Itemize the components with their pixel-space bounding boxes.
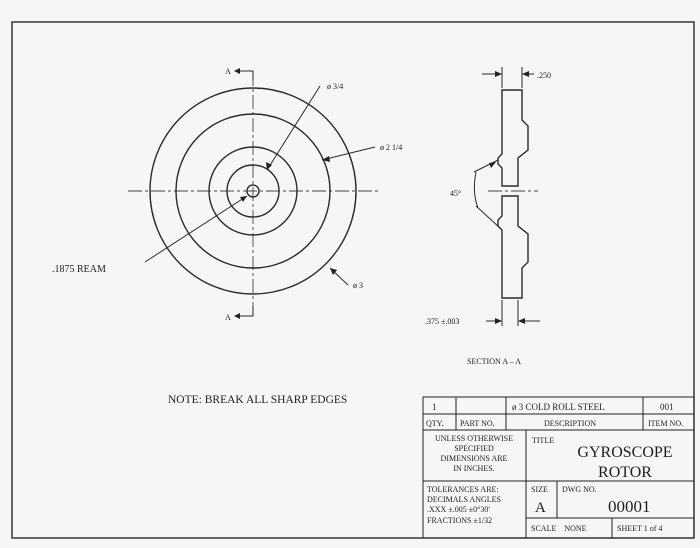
dim-angle-45: 45° xyxy=(450,189,461,198)
leader-dia-2-1-4 xyxy=(321,146,376,161)
dim-dia-2-1-4: ø 2 1/4 xyxy=(380,143,402,152)
arrow-250-left xyxy=(495,71,502,77)
note-text: NOTE: BREAK ALL SHARP EDGES xyxy=(168,394,347,406)
angle-leg-45 xyxy=(473,159,499,173)
section-upper-half xyxy=(497,89,529,187)
tol-line-4: FRACTIONS ±1/32 xyxy=(427,516,492,525)
dwg-label: DWG NO. xyxy=(562,485,597,494)
sheet-text: SHEET 1 of 4 xyxy=(617,524,662,533)
section-arrow-bottom xyxy=(234,313,240,319)
part-no-header: PART NO. xyxy=(460,419,495,428)
leader-arrow-dia-3 xyxy=(330,268,337,275)
unless-line-3: DIMENSIONS ARE xyxy=(441,454,508,463)
angle-arrow-45 xyxy=(489,162,496,168)
qty-value: 1 xyxy=(432,402,437,412)
title-block: 1 ø 3 COLD ROLL STEEL 001 QTY. PART NO. … xyxy=(422,396,695,539)
arrow-375-left xyxy=(495,318,502,324)
item-no-header: ITEM NO. xyxy=(648,419,683,428)
qty-header: QTY. xyxy=(426,419,443,428)
arrow-250-right xyxy=(522,71,529,77)
section-arrow-top xyxy=(234,68,240,74)
dim-375: .375 ±.003 xyxy=(425,317,459,326)
title-block-frame xyxy=(422,396,695,539)
leader-ream xyxy=(144,195,248,263)
size-value: A xyxy=(535,500,546,516)
tol-line-3: .XXX ±.005 ±0°30' xyxy=(427,505,490,514)
section-lower-half xyxy=(497,195,529,299)
section-view: .250 45° .375 ±.003 SECTION A – A xyxy=(425,67,551,366)
dwg-number: 00001 xyxy=(608,497,651,516)
circle-dia-3-4 xyxy=(226,164,280,218)
dim-ream: .1875 REAM xyxy=(52,264,106,275)
size-label: SIZE xyxy=(531,485,548,494)
description-header: DESCRIPTION xyxy=(544,419,596,428)
leader-dia-3-4 xyxy=(266,85,321,171)
hub-circle xyxy=(208,146,298,236)
ream-hole xyxy=(246,184,260,198)
tol-line-1: TOLERANCES ARE: xyxy=(427,485,499,494)
title-line-2: ROTOR xyxy=(598,464,652,481)
section-mark-bottom: A xyxy=(225,313,231,322)
section-cut-bottom xyxy=(240,306,254,317)
outer-circle-dia-3 xyxy=(149,87,357,295)
item-no-value: 001 xyxy=(660,402,674,412)
dim-250: .250 xyxy=(537,71,551,80)
title-label: TITLE xyxy=(532,436,554,445)
title-line-1: GYROSCOPE xyxy=(577,444,672,461)
section-cut-top xyxy=(240,70,254,80)
leader-arrow-dia-3-4 xyxy=(266,162,272,170)
front-view: A A ø 3/4 ø 2 1/4 ø 3 .1875 REAM xyxy=(52,67,402,322)
dim-dia-3-4: ø 3/4 xyxy=(327,82,343,91)
angle-leg-45-lower xyxy=(475,205,501,229)
leader-arrow-dia-2-1-4 xyxy=(322,156,330,162)
unless-line-4: IN INCHES. xyxy=(453,464,494,473)
angle-arc-45 xyxy=(473,171,479,209)
sheet-border xyxy=(11,21,695,539)
dim-dia-3: ø 3 xyxy=(353,281,363,290)
section-mark-top: A xyxy=(225,67,231,76)
description-value: ø 3 COLD ROLL STEEL xyxy=(512,402,605,412)
unless-line-2: SPECIFIED xyxy=(454,444,494,453)
scale-text: SCALE NONE xyxy=(531,524,587,533)
tol-line-2: DECIMALS ANGLES xyxy=(427,495,501,504)
section-label: SECTION A – A xyxy=(467,357,521,366)
leader-arrow-ream xyxy=(240,196,247,202)
circle-dia-2-1-4 xyxy=(175,113,331,269)
arrow-375-right xyxy=(518,318,525,324)
unless-line-1: UNLESS OTHERWISE xyxy=(435,434,513,443)
